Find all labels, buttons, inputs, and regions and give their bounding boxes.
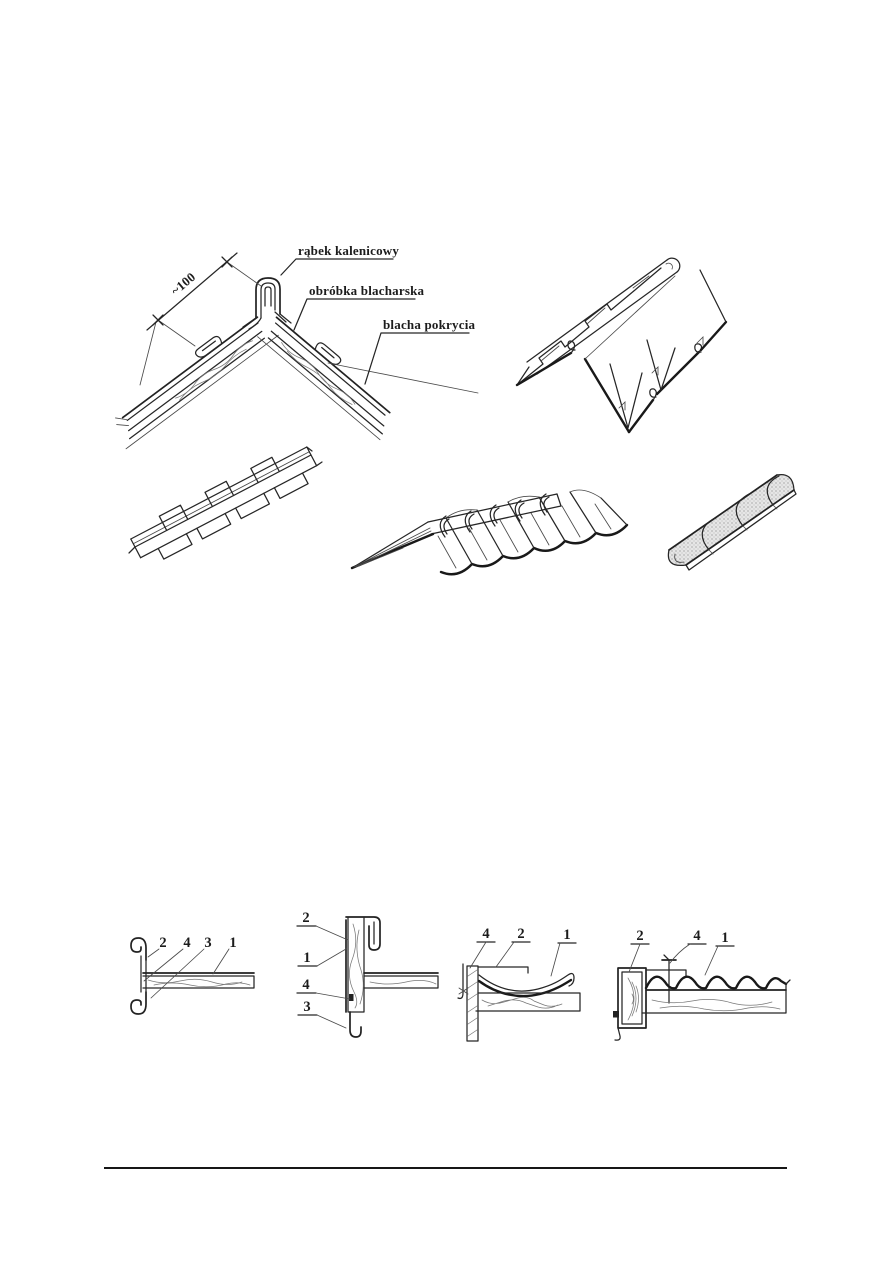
corrugated-sheet [644,975,788,990]
callout-4: 4 [302,977,309,993]
footer-divider [104,1167,787,1169]
left-slope [115,316,279,450]
label-cover-sheet: blacha pokrycia [383,317,476,332]
figure-angle-ridge-strip [128,446,323,560]
callout-2: 2 [517,926,524,942]
callout-flashing: obróbka blacharska [293,283,425,331]
nail [661,954,677,1004]
callout-ridge-seam: rąbek kalenicowy [280,243,399,276]
label-ridge-seam: rąbek kalenicowy [298,243,399,258]
callout-3: 3 [303,999,310,1015]
callout-1: 1 [563,927,570,943]
left-ridge-tail [350,521,435,570]
front-slope-face [515,269,728,434]
dimension-100: ~100 [146,252,262,347]
left-extension-line [139,321,157,386]
lower-tabs [157,472,309,560]
curved-sheet [477,972,575,998]
flat-strip [645,969,687,977]
callout-2: 2 [159,935,166,951]
hooked-batten-profile [130,937,147,1015]
fixing-clip [349,994,354,1001]
callouts-d: 2 4 1 [628,928,735,976]
upper-tabs [158,456,280,532]
detail-section-b: 2 1 4 3 [296,910,439,1038]
horizontal-board [641,979,791,1014]
fixing-clip [613,1011,619,1018]
right-slope [257,316,391,441]
callout-2: 2 [636,928,643,944]
figure-halfround-tile [667,473,797,571]
figure-ridge-seam-section: ~100 rąbek kalenicowy obróbka blacharska… [115,243,479,450]
board-section [142,972,255,989]
flashing-wrap [345,916,381,1038]
label-flashing: obróbka blacharska [309,283,425,298]
callout-4: 4 [693,928,700,944]
detail-section-d: 2 4 1 [613,928,791,1041]
flat-strip [477,966,529,974]
figure-ridge-on-corrugated [350,489,629,576]
callout-2: 2 [302,910,309,926]
rolled-ridge-tube [526,257,681,375]
figure-ridge-cap-3d [515,257,728,434]
strip-body [128,446,323,559]
callout-4: 4 [482,926,489,942]
dimension-label: ~100 [168,269,198,298]
roof-plane-extension-line [327,362,479,394]
callout-3: 3 [204,935,211,951]
ridge-seam-profile [242,277,292,330]
corrugated-sheet [437,489,629,576]
end-board-wrap [613,967,647,1041]
callout-cover-sheet: blacha pokrycia [364,317,476,385]
vertical-board [466,965,479,1042]
callout-1: 1 [229,935,236,951]
edge-flashing [457,963,469,1000]
horizontal-board [363,972,439,989]
horizontal-board [475,992,581,1012]
detail-section-a: 2 4 3 1 [130,935,255,1015]
back-slope-face [516,267,662,386]
detail-section-c: 4 2 1 [457,926,581,1042]
callouts-c: 4 2 1 [469,926,577,977]
callouts-a: 2 4 3 1 [143,935,237,999]
callout-1: 1 [721,930,728,946]
callout-1: 1 [303,950,310,966]
callouts-b: 2 1 4 3 [296,910,351,1029]
tile-barrel [667,473,797,571]
callout-4: 4 [183,935,190,951]
ridge-band [427,493,562,538]
